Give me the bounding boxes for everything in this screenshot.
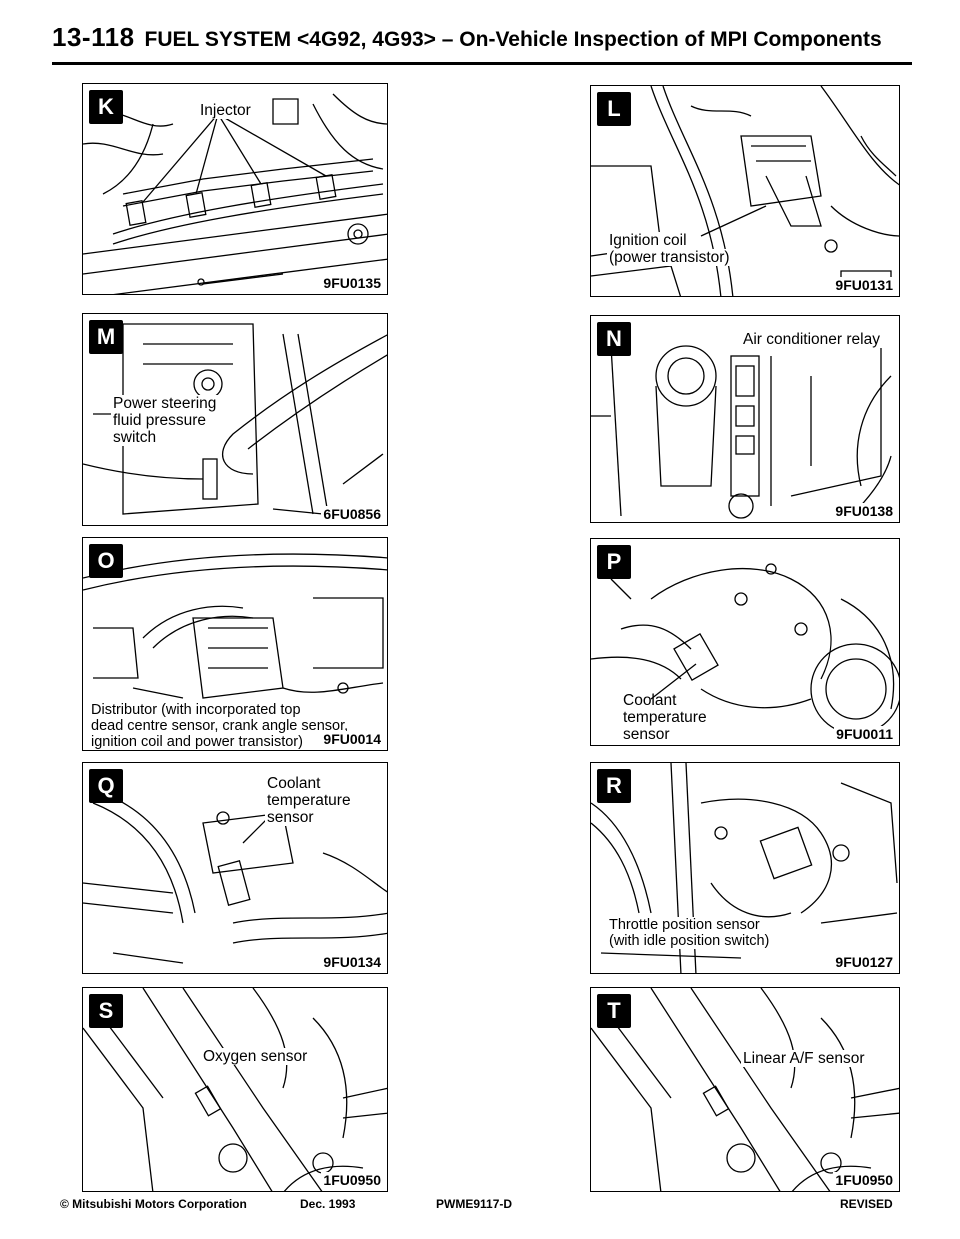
figure-code-r: 9FU0127 (833, 954, 895, 970)
callout-idle-position-switch: (with idle position switch) (607, 933, 772, 949)
page-number: 13-118 (52, 22, 135, 52)
figure-panel-k: K Injector 9FU0135 (82, 83, 388, 295)
figure-panel-s: S Oxygen sensor 1FU0950 (82, 987, 388, 1192)
figure-code-p: 9FU0011 (834, 726, 895, 742)
callout-air-conditioner-relay: Air conditioner relay (741, 331, 882, 348)
panel-letter-k: K (89, 90, 123, 124)
figure-panel-m: M Power steering fluid pressure switch 6… (82, 313, 388, 526)
panel-letter-l: L (597, 92, 631, 126)
engine-illustration-l (591, 86, 899, 296)
figure-code-t: 1FU0950 (833, 1172, 895, 1188)
panel-letter-s: S (89, 994, 123, 1028)
figure-code-s: 1FU0950 (321, 1172, 383, 1188)
callout-distributor-sensors: dead centre sensor, crank angle sensor, (89, 718, 351, 734)
callout-injector: Injector (198, 102, 253, 119)
panel-letter-m: M (89, 320, 123, 354)
figure-panel-o: O Distributor (with incorporated top dea… (82, 537, 388, 751)
panel-letter-t: T (597, 994, 631, 1028)
callout-power-steering: Power steering (111, 395, 219, 412)
figure-panel-t: T Linear A/F sensor 1FU0950 (590, 987, 900, 1192)
panel-letter-q: Q (89, 769, 123, 803)
panel-letter-n: N (597, 322, 631, 356)
callout-throttle-position-sensor: Throttle position sensor (607, 917, 762, 933)
footer-doc-code: PWME9117-D (436, 1197, 513, 1211)
callout-oxygen-sensor: Oxygen sensor (201, 1048, 310, 1065)
callout-temperature: temperature (623, 709, 707, 726)
figure-code-l: 9FU0131 (833, 277, 895, 293)
callout-ignition-coil: Ignition coil (607, 232, 689, 249)
callout-coolant: Coolant (265, 775, 323, 792)
figure-panel-n: N Air conditioner relay 9FU0138 (590, 315, 900, 523)
figure-panel-p: P Coolant temperature sensor 9FU0011 (590, 538, 900, 746)
panel-letter-r: R (597, 769, 631, 803)
figure-code-k: 9FU0135 (321, 275, 383, 291)
figure-panel-q: Q Coolant temperature sensor 9FU0134 (82, 762, 388, 974)
footer-status: REVISED (840, 1197, 893, 1211)
callout-sensor: sensor (623, 726, 670, 743)
callout-power-transistor: (power transistor) (607, 249, 732, 266)
footer-copyright: © Mitsubishi Motors Corporation (60, 1197, 247, 1211)
panel-letter-o: O (89, 544, 123, 578)
figure-panel-r: R Throttle position sensor (with idle po… (590, 762, 900, 974)
panel-letter-p: P (597, 545, 631, 579)
engine-illustration-s (83, 988, 387, 1191)
callout-distributor-ignition: ignition coil and power transistor) (89, 734, 305, 750)
engine-illustration-k (83, 93, 387, 294)
figure-panel-l: L Ignition coil (power transistor) 9FU01… (590, 85, 900, 297)
engine-illustration-p (591, 563, 899, 735)
figure-code-q: 9FU0134 (321, 954, 383, 970)
page-header: 13-118 FUEL SYSTEM <4G92, 4G93> – On-Vehi… (52, 22, 912, 65)
engine-illustration-r (591, 763, 898, 973)
figure-code-m: 6FU0856 (321, 506, 383, 522)
callout-coolant: Coolant (623, 692, 677, 709)
callout-fluid-pressure: fluid pressure (111, 412, 209, 429)
callout-distributor: Distributor (with incorporated top (89, 702, 303, 718)
callout-temperature: temperature (265, 792, 353, 809)
page-title: FUEL SYSTEM <4G92, 4G93> – On-Vehicle In… (144, 28, 882, 51)
engine-illustration-o (83, 553, 387, 699)
callout-switch: switch (111, 429, 159, 446)
engine-illustration-t (591, 988, 899, 1191)
footer-date: Dec. 1993 (300, 1197, 356, 1211)
figure-code-o: 9FU0014 (321, 731, 383, 747)
figure-code-n: 9FU0138 (833, 503, 895, 519)
callout-sensor: sensor (265, 809, 316, 826)
callout-linear-af-sensor: Linear A/F sensor (741, 1050, 867, 1067)
